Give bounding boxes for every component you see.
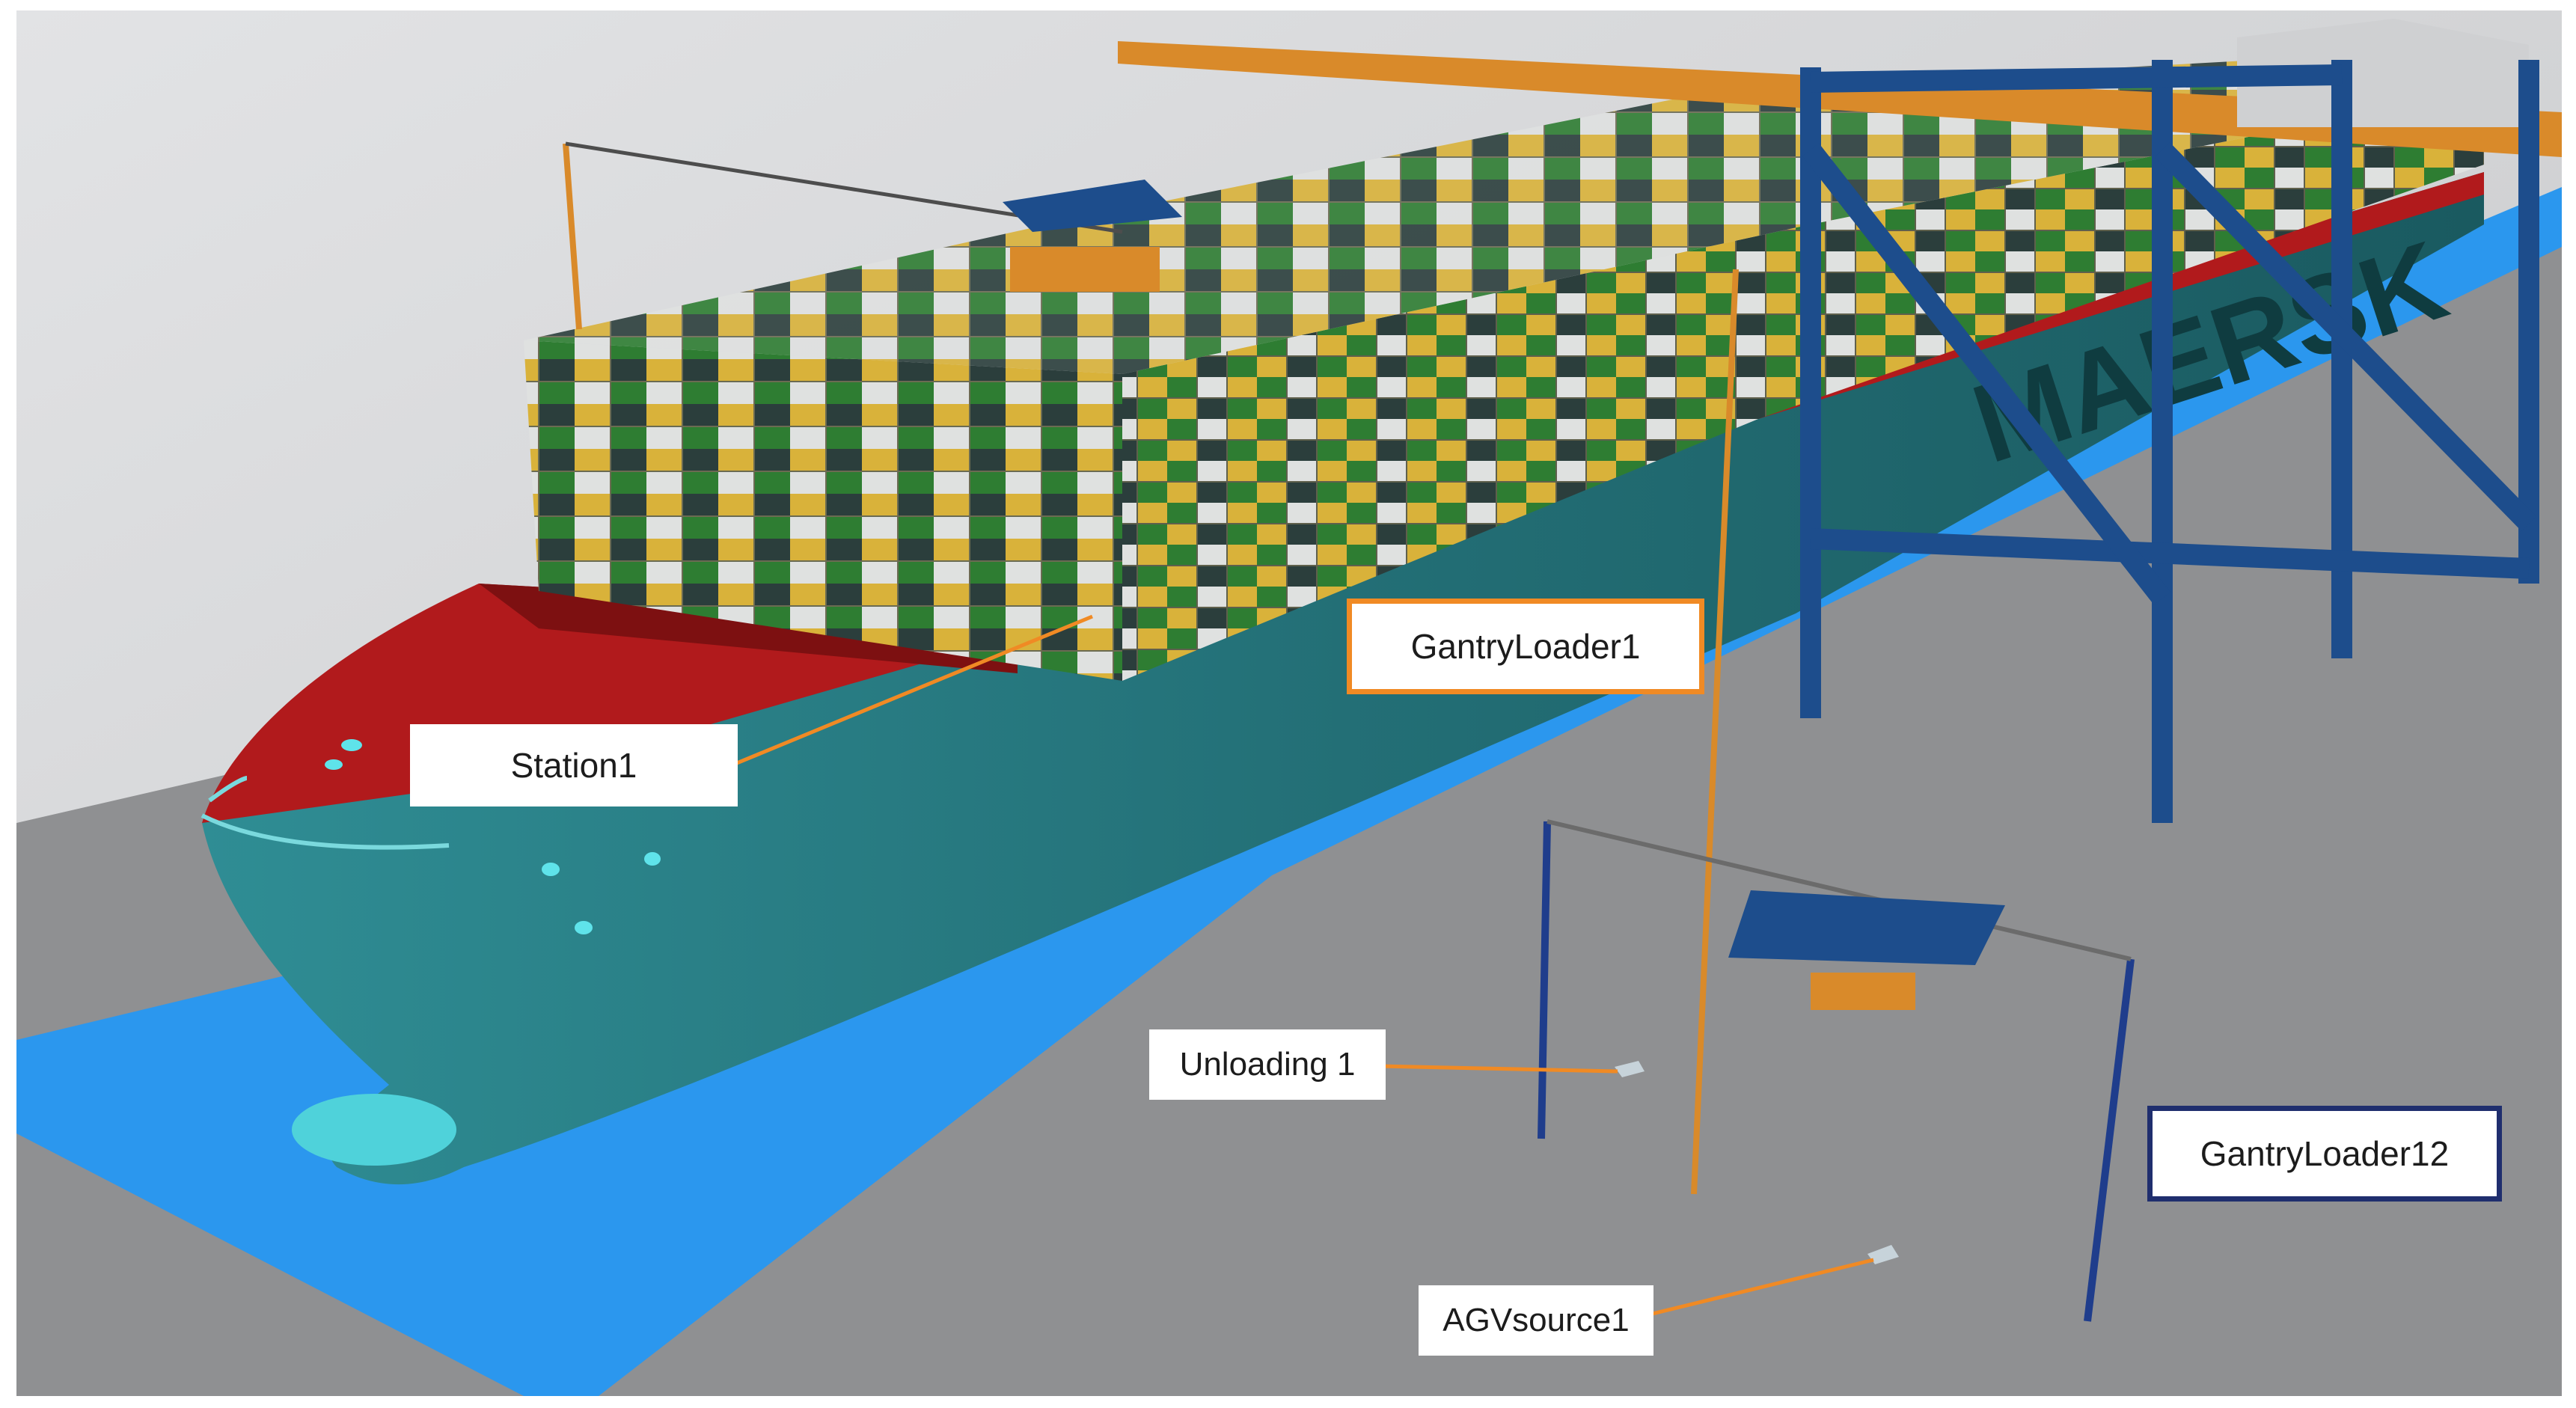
station-mast (563, 143, 582, 330)
unloading-marker[interactable] (1615, 1061, 1645, 1077)
ship-hull (202, 172, 2484, 1185)
station-label-text: Station1 (510, 746, 637, 785)
gantry-loader-12-frame (1538, 821, 2135, 1322)
ship-bulbous-bow (292, 1094, 456, 1166)
gantry-loader-12-label-text: GantryLoader12 (2200, 1134, 2450, 1173)
portholes (325, 739, 661, 934)
agv-source-marker[interactable] (1867, 1245, 1899, 1264)
gantry-loader-12-label[interactable]: GantryLoader12 (2147, 1106, 2502, 1202)
unloading-label[interactable]: Unloading 1 (1149, 1029, 1386, 1100)
gantry-crane (1800, 60, 2539, 823)
ship-deck (202, 172, 2484, 823)
crane-boom (1118, 41, 2562, 157)
gantry-loader-12-spreader (1728, 890, 2005, 1010)
machinery-house (2237, 19, 2529, 127)
agv-source-label-text: AGVsource1 (1443, 1302, 1630, 1338)
container-stack-front (524, 340, 1122, 681)
unloading-label-text: Unloading 1 (1179, 1046, 1356, 1083)
gantry-loader-1-label[interactable]: GantryLoader1 (1347, 599, 1704, 694)
agv-source-label[interactable]: AGVsource1 (1419, 1285, 1653, 1356)
gantry-loader-1-label-text: GantryLoader1 (1410, 627, 1641, 666)
spreader-top (1003, 180, 1182, 292)
station-label[interactable]: Station1 (410, 724, 738, 806)
gantry-loader-12-rail (1546, 819, 2132, 961)
gantry-loader-1-mast (1691, 269, 1739, 1195)
container-stack-top (524, 52, 2484, 374)
bow-railing (201, 776, 450, 850)
